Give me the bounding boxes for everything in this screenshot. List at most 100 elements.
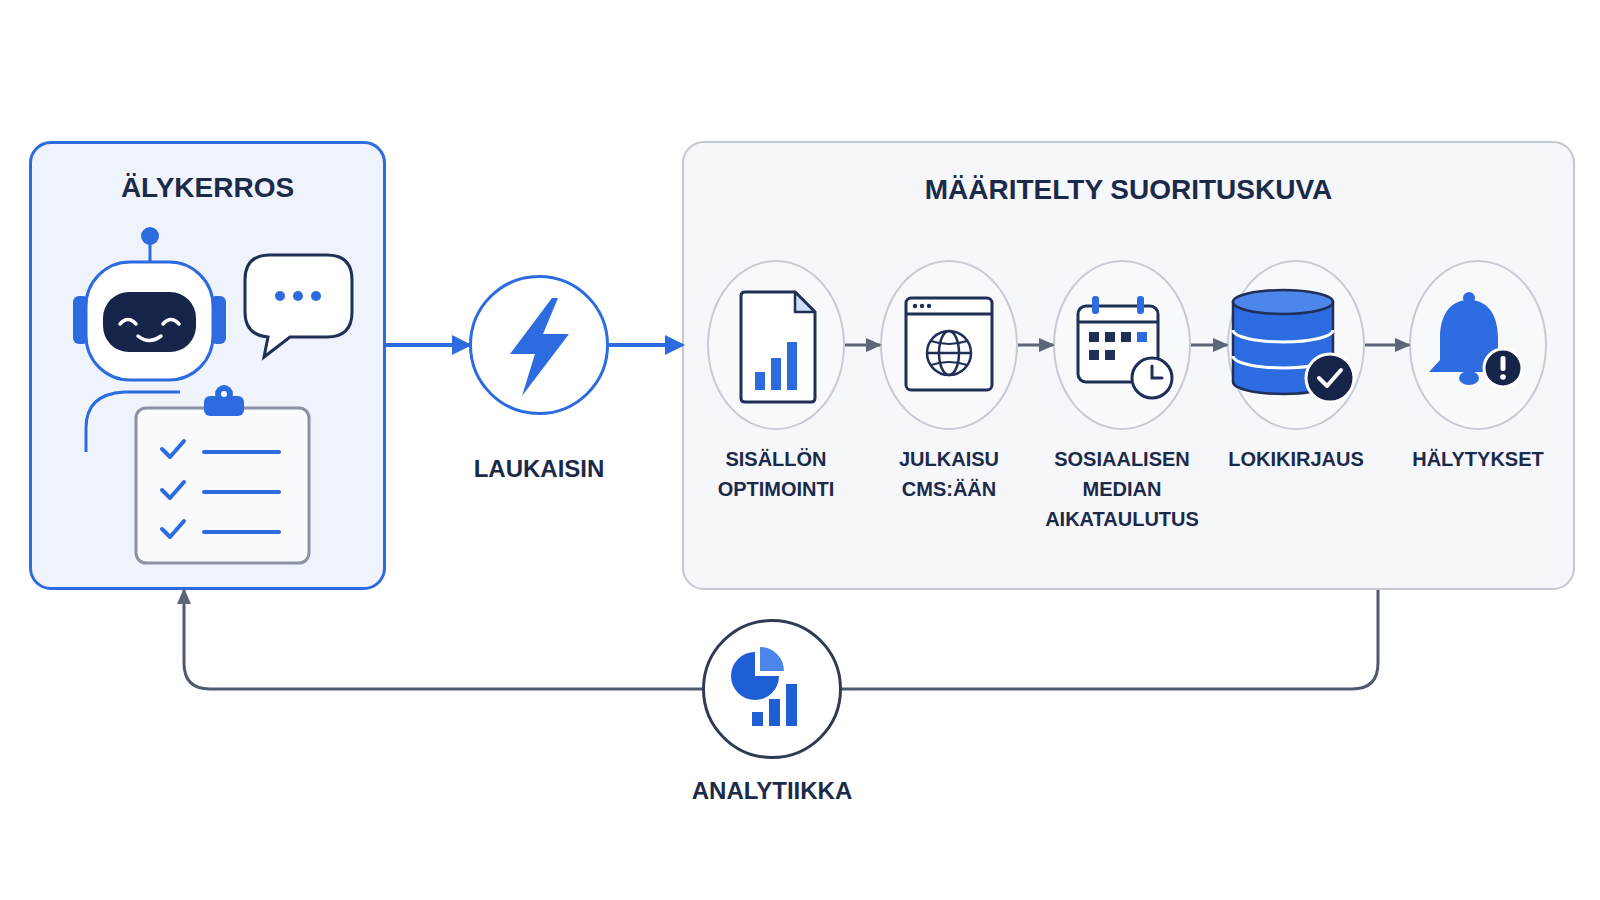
alert-mark <box>1501 356 1506 371</box>
list-line <box>204 450 279 454</box>
calendar-ring <box>1092 296 1099 314</box>
check-mark <box>162 441 184 457</box>
calendar-day <box>1089 332 1099 342</box>
calendar-day <box>1105 332 1115 342</box>
analytics-icon <box>731 647 797 726</box>
step-circle: HÄLYTYKSET <box>1409 260 1547 430</box>
flow-connector <box>845 344 880 347</box>
bell-clapper <box>1459 371 1479 385</box>
chart-bar <box>771 358 781 390</box>
robot-body <box>86 392 180 452</box>
box-title: MÄÄRITELTY SUORITUSKUVA <box>684 173 1573 207</box>
globe <box>927 331 971 375</box>
chart-bar <box>755 372 765 390</box>
robot-illustration <box>73 227 352 563</box>
browser-window <box>906 298 992 390</box>
globe-latitude <box>931 341 967 365</box>
clipboard-hole <box>221 391 227 397</box>
step-label: SISÄLLÖN OPTIMOINTI <box>691 444 861 504</box>
robot-eye <box>120 320 136 325</box>
alert-badge <box>1484 349 1522 387</box>
document-fold <box>795 292 815 312</box>
step-label: SOSIAALISEN MEDIAN AIKATAULUTUS <box>1037 444 1207 534</box>
box-title: ÄLYKERROS <box>32 171 383 205</box>
calendar-icon <box>1078 296 1172 398</box>
pie-slice <box>760 647 784 671</box>
bell-body <box>1429 300 1509 372</box>
database-top <box>1233 290 1333 314</box>
browser-dot <box>920 304 924 308</box>
badge-check <box>1319 370 1341 386</box>
step-label: LOKIKIRJAUS <box>1211 444 1381 474</box>
check-badge <box>1306 354 1354 402</box>
step-label: ANALYTIIKKA <box>652 776 892 806</box>
robot-ear <box>210 296 226 344</box>
chart-bar <box>752 712 763 726</box>
step-label: HÄLYTYKSET <box>1393 444 1563 474</box>
document-sheet <box>741 292 815 402</box>
calendar-header <box>1078 321 1158 324</box>
calendar-day <box>1105 350 1115 360</box>
clipboard <box>136 408 309 563</box>
bubble-dot <box>293 291 303 301</box>
calendar-day <box>1137 332 1147 342</box>
clipboard-ring <box>215 385 233 403</box>
database-ring <box>1233 330 1333 368</box>
robot-mouth <box>138 336 161 341</box>
pie-chart <box>731 652 779 700</box>
browser-dot <box>927 304 931 308</box>
robot-eye <box>163 320 179 325</box>
step-circle: JULKAISU CMS:ÄÄN <box>880 260 1018 430</box>
document-icon <box>741 292 815 402</box>
bubble-dot <box>311 291 321 301</box>
alert-dot <box>1500 374 1506 380</box>
step-label: JULKAISU CMS:ÄÄN <box>864 444 1034 504</box>
robot-head <box>86 262 213 380</box>
flow-connector <box>609 343 682 347</box>
browser-dot <box>913 304 917 308</box>
browser-bar <box>906 313 992 316</box>
analytics-circle: ANALYTIIKKA <box>702 619 842 759</box>
flow-connector <box>1191 344 1227 347</box>
robot-ear <box>73 296 89 344</box>
database-body <box>1233 302 1333 394</box>
clock-hands <box>1152 366 1162 378</box>
layer-box: ÄLYKERROS <box>29 141 386 590</box>
flow-connector <box>1018 344 1053 347</box>
database-icon <box>1233 290 1354 402</box>
lightning-icon <box>510 298 569 396</box>
step-circle: SISÄLLÖN OPTIMOINTI <box>707 260 845 430</box>
clipboard-clip <box>204 396 244 416</box>
bubble-dot <box>275 291 285 301</box>
clock-face <box>1132 358 1172 398</box>
step-circle: LOKIKIRJAUS <box>1227 260 1365 430</box>
trigger-circle: LAUKAISIN <box>469 275 609 415</box>
calendar-ring <box>1137 296 1144 314</box>
flow-connector <box>184 590 702 689</box>
robot-antenna-ball <box>141 227 159 245</box>
list-line <box>204 530 279 534</box>
flow-connector <box>386 343 469 347</box>
chart-bar <box>786 684 797 726</box>
bell-knob <box>1463 292 1475 304</box>
bell-icon <box>1429 292 1522 387</box>
globe-equator <box>927 352 971 355</box>
step-circle: SOSIAALISEN MEDIAN AIKATAULUTUS <box>1053 260 1191 430</box>
robot-antenna <box>149 244 152 262</box>
flow-connector <box>842 590 1378 689</box>
flow-connector <box>1365 344 1409 347</box>
robot-visor <box>103 292 196 352</box>
calendar-day <box>1089 350 1099 360</box>
chart-bar <box>769 699 780 726</box>
browser-icon <box>906 298 992 390</box>
globe-meridian <box>939 331 959 375</box>
pipeline-box: MÄÄRITELTY SUORITUSKUVA SISÄLLÖN OPTIMOIN… <box>682 141 1575 590</box>
speech-bubble <box>245 255 352 357</box>
calendar-day <box>1121 332 1131 342</box>
check-mark <box>162 482 184 498</box>
chart-bar <box>787 342 797 390</box>
list-line <box>204 490 279 494</box>
check-mark <box>162 521 184 537</box>
step-label: LAUKAISIN <box>429 454 649 484</box>
